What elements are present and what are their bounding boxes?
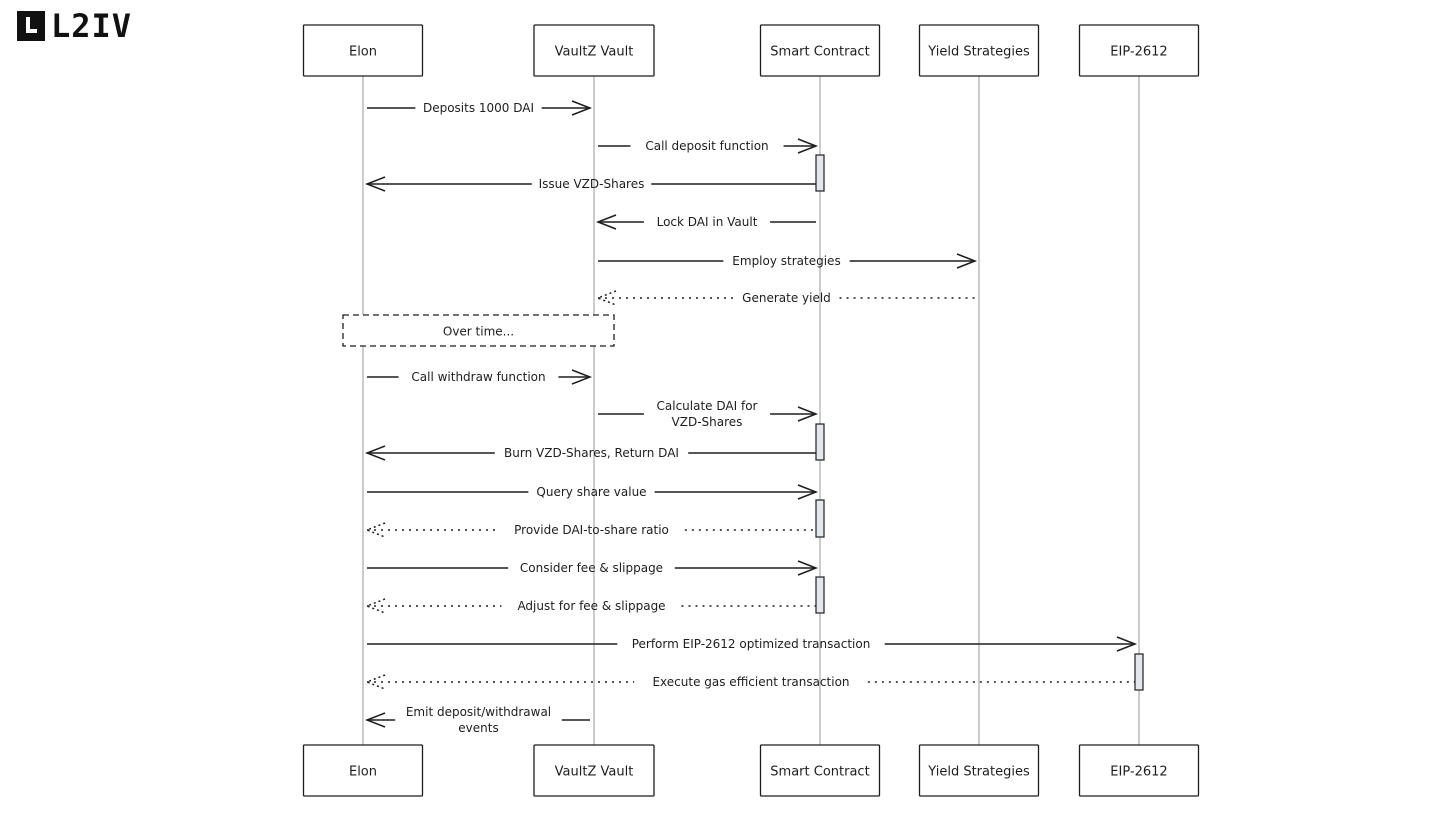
participant-yield-top: Yield Strategies (918, 24, 1040, 77)
message-contract-to-elon: Provide DAI-to-share ratio (364, 522, 816, 538)
message-vault-to-contract: Call deposit function (598, 138, 819, 154)
participant-label: VaultZ Vault (555, 765, 634, 780)
activation-bars (815, 154, 1144, 691)
participant-vault-top: VaultZ Vault (533, 24, 655, 77)
arrowhead-icon (364, 176, 386, 192)
message-label: Consider fee & slippage (520, 561, 663, 575)
arrowhead-icon (364, 712, 386, 728)
message-contract-to-elon: Adjust for fee & slippage (364, 598, 816, 614)
message-elon-to-vault: Deposits 1000 DAI (367, 100, 593, 116)
participant-elon-top: Elon (302, 24, 424, 77)
activation-bar (815, 499, 825, 538)
message-label: VZD-Shares (672, 415, 743, 429)
arrowhead-icon (364, 674, 386, 690)
arrowhead-icon (956, 253, 978, 269)
arrowhead-icon (364, 445, 386, 461)
message-label: Perform EIP-2612 optimized transaction (632, 637, 871, 651)
arrowhead-icon (797, 406, 819, 422)
participant-vault-bottom: VaultZ Vault (533, 744, 655, 797)
message-label: Execute gas efficient transaction (652, 675, 849, 689)
participant-label: VaultZ Vault (555, 45, 634, 60)
message-label: Call withdraw function (411, 370, 545, 384)
message-vault-to-elon: Emit deposit/withdrawal events (364, 705, 590, 735)
note-over-time: Over time... (342, 314, 615, 347)
participant-label: Yield Strategies (927, 765, 1030, 780)
message-label: Provide DAI-to-share ratio (514, 523, 669, 537)
message-label: Employ strategies (732, 254, 840, 268)
message-vault-to-yield: Employ strategies (598, 253, 978, 269)
participant-elon-bottom: Elon (302, 744, 424, 797)
message-label: Lock DAI in Vault (657, 215, 758, 229)
participant-contract-top: Smart Contract (759, 24, 881, 77)
arrowhead-icon (364, 598, 386, 614)
participant-label: Smart Contract (770, 765, 869, 780)
participant-label: Smart Contract (770, 45, 869, 60)
message-elon-to-contract: Query share value (367, 484, 819, 500)
note-label: Over time... (443, 325, 514, 339)
message-elon-to-eip: Perform EIP-2612 optimized transaction (367, 636, 1138, 652)
logo-text: L2IV (51, 7, 133, 45)
arrowhead-icon (797, 560, 819, 576)
arrowhead-icon (595, 214, 617, 230)
message-contract-to-vault: Lock DAI in Vault (595, 214, 816, 230)
activation-bar (815, 154, 825, 192)
participant-yield-bottom: Yield Strategies (918, 744, 1040, 797)
message-elon-to-vault: Call withdraw function (367, 369, 593, 385)
participant-label: Elon (349, 45, 377, 60)
message-label: Calculate DAI for (657, 399, 758, 413)
activation-bar (815, 423, 825, 461)
message-label: Call deposit function (645, 139, 768, 153)
message-yield-to-vault: Generate yield (595, 290, 975, 306)
message-label: Generate yield (742, 291, 831, 305)
arrowhead-icon (797, 138, 819, 154)
participant-label: Elon (349, 765, 377, 780)
participant-label: EIP-2612 (1110, 45, 1167, 60)
message-label: Query share value (536, 485, 646, 499)
message-label: events (458, 721, 498, 735)
participant-label: Yield Strategies (927, 45, 1030, 60)
arrowhead-icon (1116, 636, 1138, 652)
message-contract-to-elon: Issue VZD-Shares (364, 176, 816, 192)
arrowhead-icon (595, 290, 617, 306)
arrowhead-icon (571, 369, 593, 385)
messages: Deposits 1000 DAI Call deposit functionIs… (364, 100, 1138, 735)
arrowhead-icon (364, 522, 386, 538)
participant-label: EIP-2612 (1110, 765, 1167, 780)
message-label: Deposits 1000 DAI (423, 101, 534, 115)
arrowhead-icon (571, 100, 593, 116)
logo-mark-icon (17, 11, 45, 41)
message-label: Emit deposit/withdrawal (406, 705, 551, 719)
participant-contract-bottom: Smart Contract (759, 744, 881, 797)
activation-bar (815, 576, 825, 614)
arrowhead-icon (797, 484, 819, 500)
activation-bar (1134, 653, 1144, 691)
message-label: Adjust for fee & slippage (517, 599, 665, 613)
message-label: Burn VZD-Shares, Return DAI (504, 446, 679, 460)
participant-eip-bottom: EIP-2612 (1078, 744, 1200, 797)
message-elon-to-contract: Consider fee & slippage (367, 560, 819, 576)
notes: Over time... (342, 314, 615, 347)
message-label: Issue VZD-Shares (539, 177, 645, 191)
message-eip-to-elon: Execute gas efficient transaction (364, 674, 1135, 690)
message-contract-to-elon: Burn VZD-Shares, Return DAI (364, 445, 816, 461)
brand-logo: L2IV (17, 7, 133, 45)
participant-eip-top: EIP-2612 (1078, 24, 1200, 77)
